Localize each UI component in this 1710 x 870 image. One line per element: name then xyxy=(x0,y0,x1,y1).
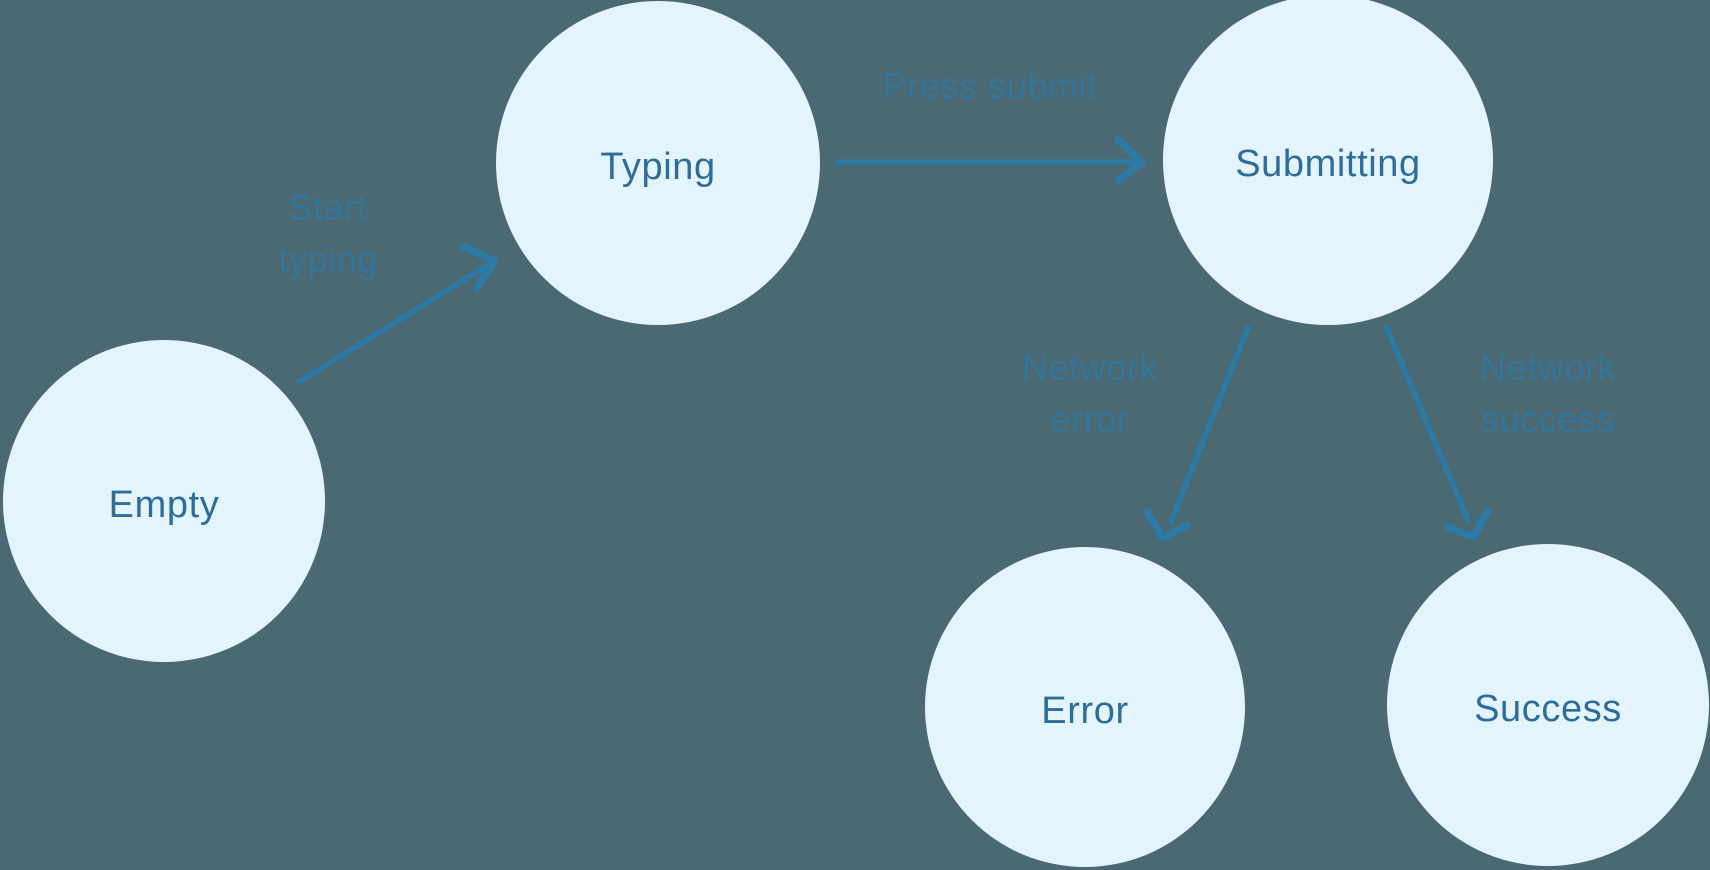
state-node-submitting: Submitting xyxy=(1163,0,1493,325)
state-node-error-label: Error xyxy=(1041,689,1129,732)
state-node-typing: Typing xyxy=(496,1,820,325)
state-node-empty-label: Empty xyxy=(108,483,220,526)
edge-label-start-typing: Start typing xyxy=(278,187,378,280)
arrow-typing-to-submitting xyxy=(835,136,1146,185)
state-node-submitting-label: Submitting xyxy=(1235,142,1421,185)
arrow-submitting-to-error xyxy=(1143,325,1251,542)
state-node-success: Success xyxy=(1387,544,1709,866)
edge-label-network-error: Network error xyxy=(1021,347,1159,440)
state-node-error: Error xyxy=(925,547,1245,867)
state-node-typing-label: Typing xyxy=(600,145,716,188)
edge-label-network-success: Network success xyxy=(1479,347,1617,440)
edge-label-press-submit: Press submit xyxy=(882,65,1098,106)
state-node-success-label: Success xyxy=(1474,687,1622,730)
state-node-empty: Empty xyxy=(3,340,325,662)
arrow-submitting-to-success xyxy=(1383,323,1491,541)
